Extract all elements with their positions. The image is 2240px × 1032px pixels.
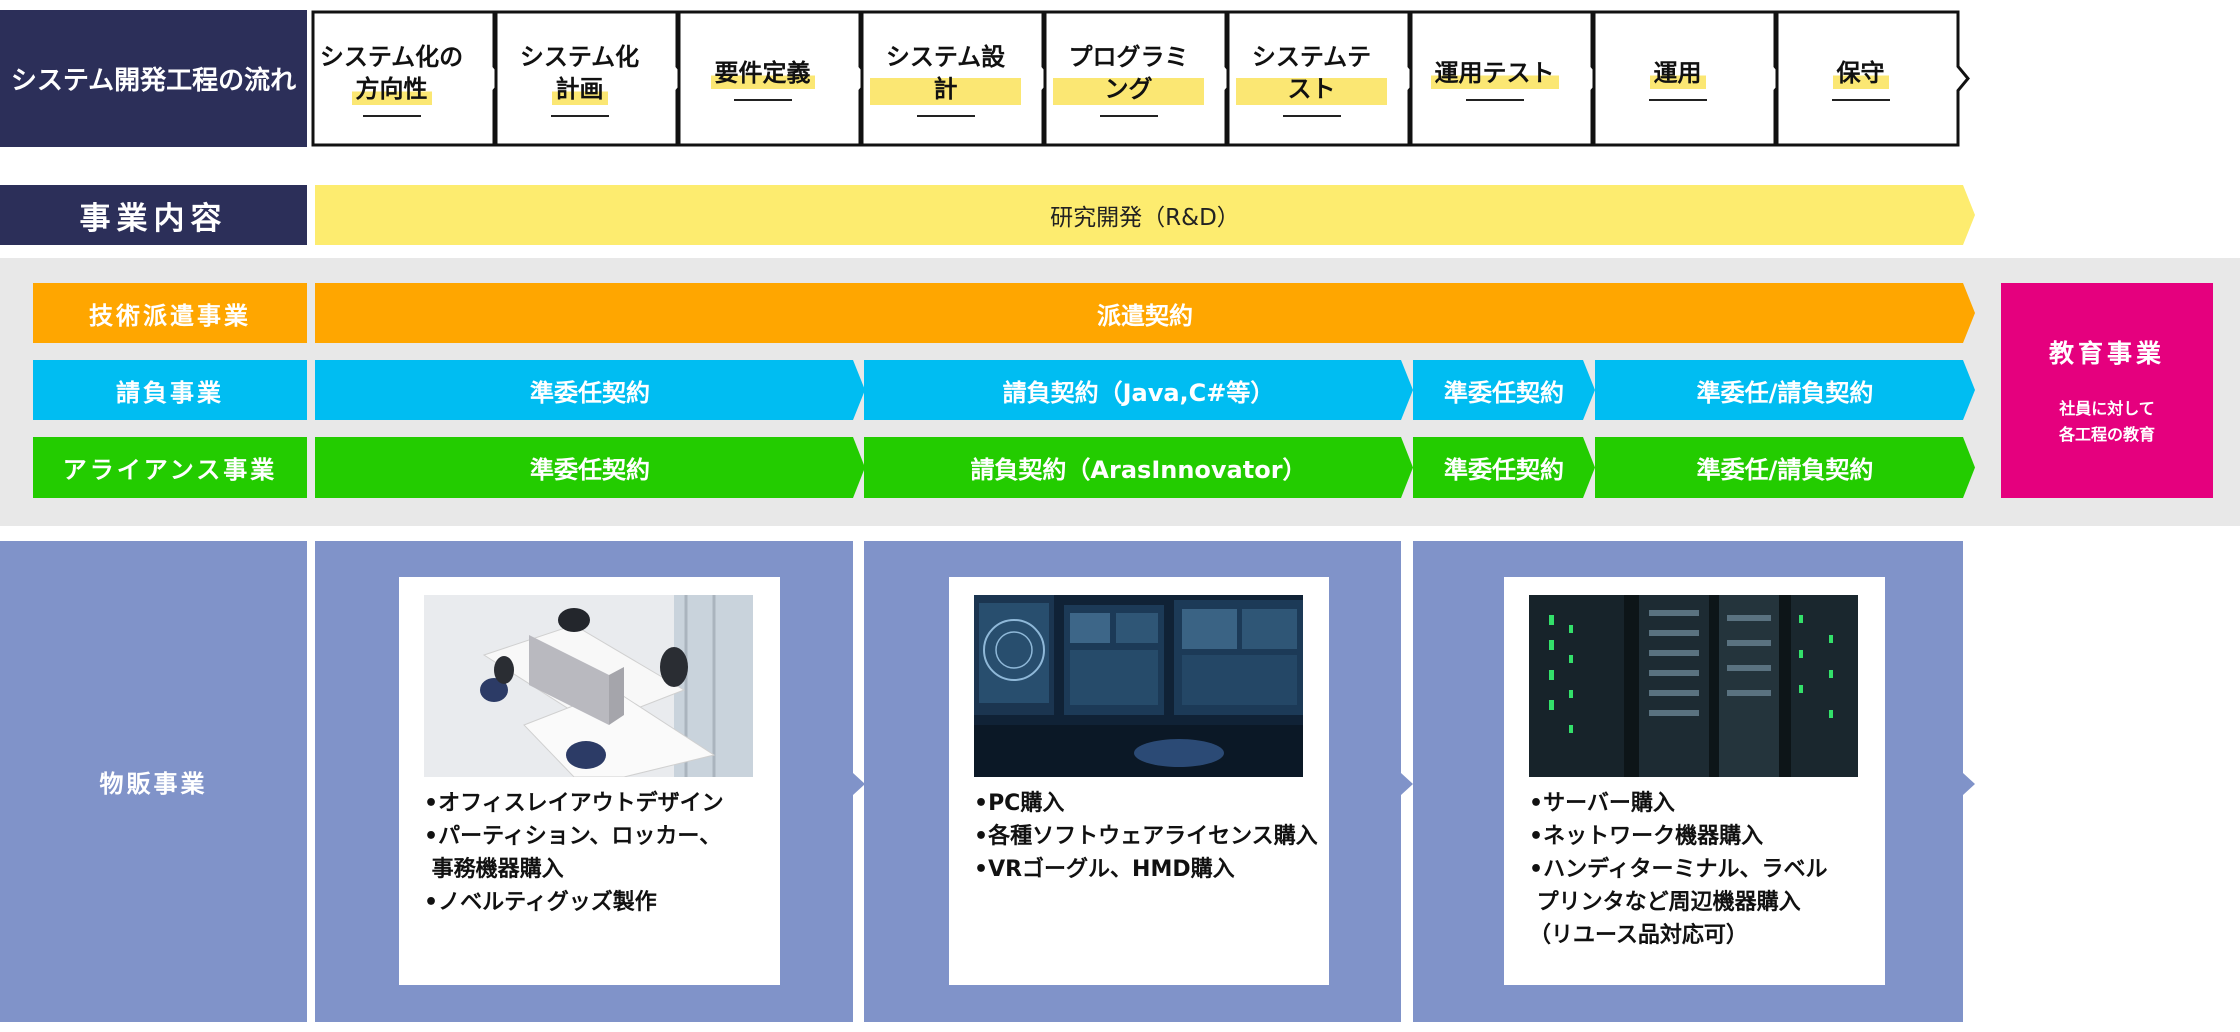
contracting-segment: 準委任契約 [1413, 360, 1595, 420]
process-step-underline [1648, 98, 1707, 101]
process-step-line1: システム化 [519, 42, 640, 71]
process-step-label: システム化計画 [504, 10, 655, 147]
process-step-label: システム設計 [870, 10, 1021, 147]
process-step: プログラミング [1043, 10, 1238, 147]
alliance-segment: 準委任/請負契約 [1595, 437, 1975, 498]
process-step-label: システム化の方向性 [311, 10, 472, 147]
process-step-underline [916, 114, 975, 117]
process-step-label: プログラミング [1053, 10, 1204, 147]
sales-card: PC購入各種ソフトウェアライセンス購入VRゴーグル、HMD購入 [949, 577, 1329, 985]
process-step: システム化計画 [494, 10, 689, 147]
sales-item: オフィスレイアウトデザイン [424, 787, 724, 820]
office-desks-photo [424, 595, 753, 777]
process-step-line2: システム設計 [870, 40, 1021, 105]
alliance-segment: 請負契約（ArasInnovator） [864, 437, 1413, 498]
process-step: 運用テスト [1409, 10, 1604, 147]
education-desc-line2: 各工程の教育 [2058, 424, 2155, 444]
sales-item: PC購入 [974, 787, 1318, 820]
product-sales-label: 物販事業 [0, 541, 307, 1022]
process-step-label: システムテスト [1236, 10, 1387, 147]
process-step-label: 運用テスト [1419, 10, 1570, 147]
sales-item: ノベルティグッズ製作 [424, 886, 724, 919]
sales-item: 各種ソフトウェアライセンス購入 [974, 820, 1318, 853]
process-step-line2: 方向性 [351, 72, 432, 105]
process-step-line2: 運用テスト [1430, 56, 1559, 89]
business-content-title: 事業内容 [0, 185, 307, 245]
process-step-line2: システムテスト [1236, 40, 1387, 105]
process-step-underline [1831, 98, 1890, 101]
server-rack-photo [1529, 595, 1858, 777]
process-step-line1: システム化の [319, 42, 464, 71]
tech-dispatch-label: 技術派遣事業 [33, 283, 307, 343]
contracting-label: 請負事業 [33, 360, 307, 420]
process-step-underline [362, 114, 421, 117]
education-title: 教育事業 [2048, 338, 2165, 368]
sales-card-list: PC購入各種ソフトウェアライセンス購入VRゴーグル、HMD購入 [974, 787, 1318, 886]
sales-item: VRゴーグル、HMD購入 [974, 853, 1318, 886]
process-step-underline [1282, 114, 1341, 117]
process-step-underline [550, 114, 609, 117]
contracting-segment: 準委任契約 [315, 360, 865, 420]
education-desc-line1: 社員に対して [2059, 398, 2155, 418]
process-step: システムテスト [1226, 10, 1421, 147]
education-business-box: 教育事業 社員に対して 各工程の教育 [2001, 283, 2213, 498]
sales-item: ネットワーク機器購入 [1529, 820, 1828, 853]
process-step-line2: 運用 [1649, 56, 1706, 89]
process-step-line2: 計画 [551, 72, 608, 105]
process-step: 要件定義 [677, 10, 872, 147]
sales-item: サーバー購入 [1529, 787, 1828, 820]
alliance-segment: 準委任契約 [315, 437, 865, 498]
process-step-line2: プログラミング [1053, 40, 1204, 105]
process-step: システム設計 [860, 10, 1055, 147]
contracting-segment: 請負契約（Java,C#等） [864, 360, 1413, 420]
sales-card: オフィスレイアウトデザインパーティション、ロッカー、 事務機器購入ノベルティグッ… [399, 577, 780, 985]
sales-item: パーティション、ロッカー、 事務機器購入 [424, 820, 724, 886]
process-step: システム化の方向性 [311, 10, 506, 147]
process-step-underline [733, 98, 792, 101]
rd-bar: 研究開発（R&D） [315, 185, 1975, 245]
process-step-line2: 要件定義 [710, 56, 815, 89]
sales-item: ハンディターミナル、ラベル プリンタなど周辺機器購入 （リユース品対応可） [1529, 853, 1828, 952]
sales-card-list: オフィスレイアウトデザインパーティション、ロッカー、 事務機器購入ノベルティグッ… [424, 787, 724, 919]
sales-card: サーバー購入ネットワーク機器購入ハンディターミナル、ラベル プリンタなど周辺機器… [1504, 577, 1885, 985]
process-step: 運用 [1592, 10, 1787, 147]
dispatch-contract-bar: 派遣契約 [315, 283, 1975, 343]
process-step-underline [1465, 98, 1524, 101]
process-step: 保守 [1775, 10, 1970, 147]
alliance-segment: 準委任契約 [1413, 437, 1595, 498]
sales-card-list: サーバー購入ネットワーク機器購入ハンディターミナル、ラベル プリンタなど周辺機器… [1529, 787, 1828, 952]
process-step-label: 要件定義 [687, 10, 838, 147]
process-step-label: 運用 [1602, 10, 1753, 147]
contracting-segment: 準委任/請負契約 [1595, 360, 1975, 420]
alliance-label: アライアンス事業 [33, 437, 307, 498]
process-step-label: 保守 [1785, 10, 1936, 147]
process-step-underline [1099, 114, 1158, 117]
pc-monitors-photo [974, 595, 1303, 777]
process-flow-title: システム開発工程の流れ [0, 10, 307, 147]
process-step-line2: 保守 [1832, 56, 1889, 89]
